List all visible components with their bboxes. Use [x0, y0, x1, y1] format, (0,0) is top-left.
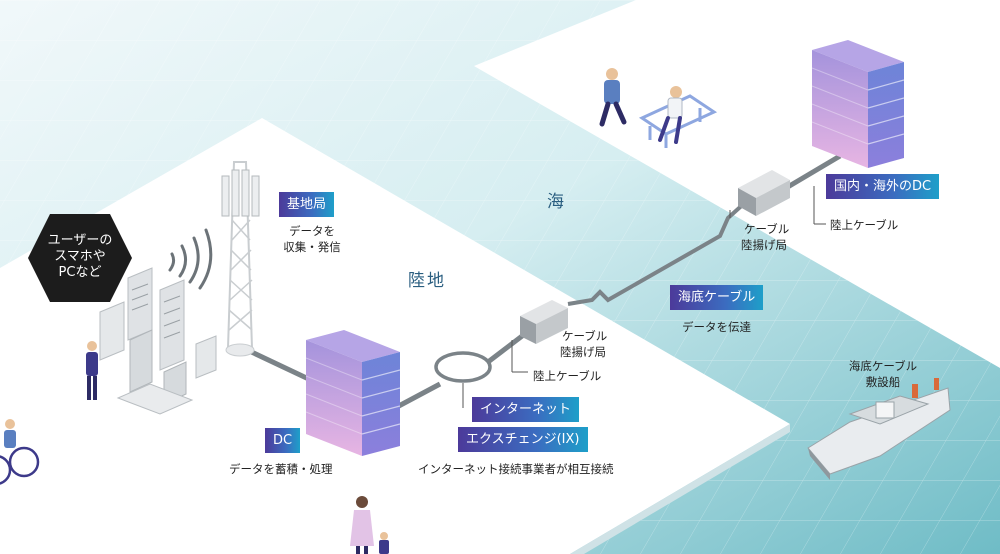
ix-desc: インターネット接続事業者が相互接続	[418, 462, 614, 476]
sea-label: 海	[547, 192, 566, 212]
landing-station-far-line-2: 陸揚げ局	[741, 238, 787, 252]
devices-line-2: スマホや	[54, 249, 106, 264]
bench-icon	[638, 86, 718, 148]
base-station-desc-1: データを	[289, 224, 335, 238]
cell-tower-icon	[221, 161, 260, 357]
devices-line-3: PCなど	[58, 265, 102, 280]
base-station-badge: 基地局	[279, 192, 335, 217]
submarine-cable-desc: データを伝達	[682, 320, 751, 334]
cable-landing-to-overseas-dc	[784, 153, 842, 191]
ix-badge-1: インターネット	[472, 397, 580, 422]
overseas-cable-label: 陸上ケーブル	[830, 218, 899, 232]
submarine-cable-line	[567, 198, 750, 306]
person-icon	[86, 341, 98, 400]
cable-tower-to-dc	[241, 345, 317, 385]
speech-bubble-shape	[28, 214, 132, 302]
devices-speech-bubble: ユーザーの スマホや PCなど	[28, 214, 132, 302]
landing-station-far-line-1: ケーブル	[744, 222, 790, 236]
land-lower-left-edge	[570, 424, 790, 554]
server-rack-icon	[99, 267, 217, 415]
cable-box-far-icon	[738, 170, 790, 216]
ix-badge-2: エクスチェンジ(IX)	[458, 427, 588, 452]
overseas-dc-badge: 国内・海外のDC	[826, 174, 940, 199]
person-walking-icon	[599, 68, 627, 127]
land-lower-left	[0, 118, 790, 554]
devices-line-1: ユーザーの	[47, 233, 113, 248]
ship-icon	[807, 378, 951, 480]
cable-ship-line-1: 海底ケーブル	[848, 359, 918, 373]
cable-dc-to-ix	[393, 381, 442, 411]
overseas-dc-building-icon	[811, 40, 905, 168]
cable-ship-line-2: 敷設船	[865, 375, 901, 389]
landing-station-line-2: 陸揚げ局	[560, 345, 606, 359]
cable-box-icon	[520, 300, 568, 344]
land-label: 陸地	[408, 271, 446, 291]
bicycle-icon	[0, 419, 40, 485]
dc-building-icon	[305, 330, 401, 456]
person-mother-icon	[350, 496, 389, 554]
land-cable-label: 陸上ケーブル	[533, 369, 602, 383]
landing-station-line-1: ケーブル	[562, 329, 608, 343]
base-station-desc-2: 収集・発信	[283, 240, 341, 254]
submarine-cable-badge: 海底ケーブル	[670, 285, 764, 310]
dc-desc: データを蓄積・処理	[229, 462, 333, 476]
devices-text: ユーザーの スマホや PCなど	[28, 233, 132, 281]
dc-badge: DC	[265, 428, 301, 453]
wifi-signal-icon	[168, 228, 213, 290]
ix-ring-icon	[434, 351, 492, 383]
